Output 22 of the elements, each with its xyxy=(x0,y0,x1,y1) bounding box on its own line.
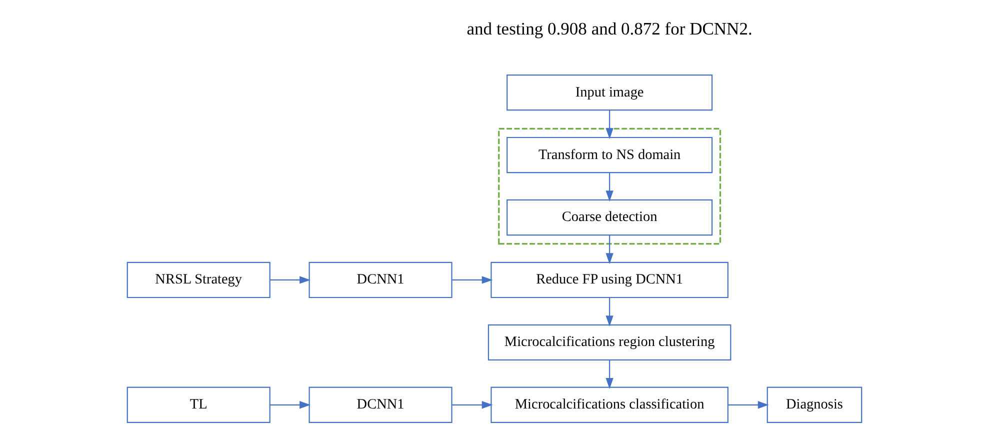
node-box: DCNN1 xyxy=(308,386,452,423)
arrow xyxy=(452,401,492,409)
arrow xyxy=(270,276,310,284)
arrow xyxy=(605,172,613,202)
node-box: DCNN1 xyxy=(308,262,452,298)
node-box: NRSL Strategy xyxy=(126,262,270,298)
node-box: Microcalcifications classification xyxy=(490,386,728,423)
arrow xyxy=(605,110,613,140)
arrow xyxy=(452,276,492,284)
label: and testing 0.908 and 0.872 for DCNN2. xyxy=(466,18,752,38)
arrow xyxy=(270,401,310,409)
arrow xyxy=(605,298,613,327)
node-box: Diagnosis xyxy=(766,386,862,423)
node-box: TL xyxy=(126,386,270,423)
node-box: Reduce FP using DCNN1 xyxy=(490,262,728,298)
arrow xyxy=(728,401,768,409)
node-box: Microcalcifications region clustering xyxy=(487,324,731,361)
node-box: Input image xyxy=(506,74,712,111)
node-box: Transform to NS domain xyxy=(506,136,712,174)
arrow xyxy=(605,235,613,264)
node-box: Coarse detection xyxy=(506,199,712,236)
arrow xyxy=(605,360,613,389)
